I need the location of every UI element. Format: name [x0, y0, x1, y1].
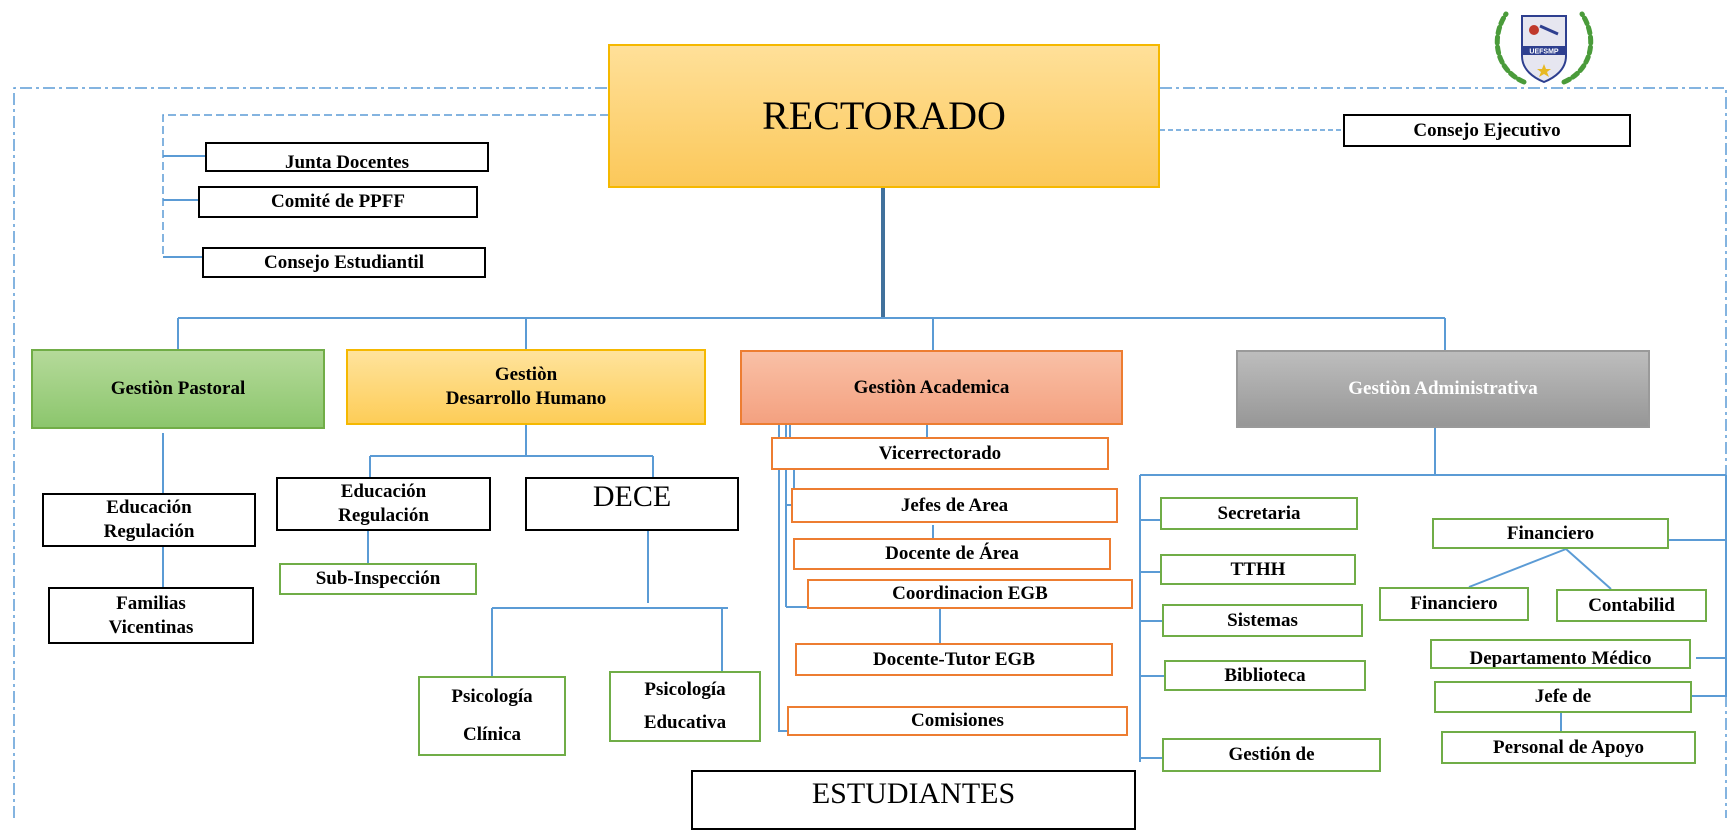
comite-ppff-box: Comité de PPFF [198, 186, 478, 218]
personal-apoyo-box: Personal de Apoyo [1441, 731, 1696, 764]
consejo-ejecutivo-label: Consejo Ejecutivo [1413, 119, 1561, 141]
familias-vicentinas-label-2: Vicentinas [108, 616, 194, 638]
gestion-desarrollo-label-2: Desarrollo Humano [445, 388, 607, 409]
sistemas-box: Sistemas [1162, 604, 1363, 637]
psicologia-clinica-label-2: Clínica [462, 724, 522, 745]
vicerrectorado-box: Vicerrectorado [771, 437, 1109, 470]
financiero-split-left [1468, 548, 1567, 588]
gestion-de-label: Gestión de [1228, 744, 1315, 765]
sub-inspeccion-label: Sub-Inspección [315, 568, 441, 589]
familias-vicentinas-box: Familias Vicentinas [48, 587, 254, 644]
rectorado-label: RECTORADO [762, 93, 1006, 138]
biblioteca-box: Biblioteca [1164, 660, 1366, 691]
financiero-box: Financiero [1432, 518, 1669, 549]
psicologia-educativa-box: Psicología Educativa [609, 671, 761, 742]
sub-inspeccion-box: Sub-Inspección [279, 563, 477, 595]
consejo-estudiantil-label: Consejo Estudiantil [264, 251, 424, 273]
pastoral-educacion-box: Educación Regulación [42, 493, 256, 547]
shield-icon [1521, 15, 1567, 84]
dece-label: DECE [592, 480, 672, 513]
school-logo: UEFSMP [1484, 6, 1604, 88]
estudiantes-box: ESTUDIANTES [691, 770, 1136, 830]
academica-spine-1 [778, 424, 787, 732]
consejo-ejecutivo-box: Consejo Ejecutivo [1343, 114, 1631, 147]
familias-vicentinas-label-1: Familias [116, 592, 186, 614]
biblioteca-label: Biblioteca [1224, 664, 1306, 686]
psicologia-clinica-box: Psicología Clínica [418, 676, 566, 756]
desarrollo-educacion-label-2: Regulación [338, 505, 429, 526]
docente-tutor-egb-box: Docente-Tutor EGB [795, 643, 1113, 676]
financiero-sub-box: Financiero [1379, 587, 1529, 621]
dece-box: DECE [525, 477, 739, 531]
admin-right-spine [1692, 475, 1727, 697]
gestion-administrativa-box: Gestiòn Administrativa [1236, 350, 1650, 428]
personal-apoyo-label: Personal de Apoyo [1493, 736, 1644, 758]
gestion-desarrollo-label-1: Gestiòn [494, 364, 558, 385]
secretaria-box: Secretaria [1160, 497, 1358, 530]
financiero-split-right [1565, 548, 1612, 590]
junta-docentes-label: Junta Docentes [284, 152, 410, 172]
financiero-sub-label: Financiero [1410, 593, 1498, 614]
logo-text: UEFSMP [1529, 49, 1559, 56]
pastoral-educacion-label-2: Regulación [103, 521, 195, 542]
psicologia-educativa-label-1: Psicología [644, 678, 726, 700]
coordinacion-egb-box: Coordinacion EGB [807, 579, 1133, 609]
advisory-bracket [162, 114, 608, 257]
docente-area-box: Docente de Área [793, 538, 1111, 570]
tthh-box: TTHH [1160, 554, 1356, 585]
gestion-pastoral-label: Gestiòn Pastoral [110, 378, 246, 399]
departamento-medico-box: Departamento Médico [1430, 639, 1691, 669]
consejo-estudiantil-box: Consejo Estudiantil [202, 247, 486, 278]
gestion-academica-label: Gestiòn Academica [853, 376, 1010, 398]
gestion-pastoral-box: Gestiòn Pastoral [31, 349, 325, 429]
sistemas-label: Sistemas [1227, 609, 1298, 631]
desarrollo-educacion-label-1: Educación [340, 481, 427, 502]
jefe-de-box: Jefe de [1434, 681, 1692, 713]
comisiones-box: Comisiones [787, 706, 1128, 736]
gestion-administrativa-label: Gestiòn Administrativa [1348, 378, 1538, 399]
pastoral-educacion-label-1: Educación [106, 497, 192, 518]
gestion-desarrollo-box: Gestiòn Desarrollo Humano [346, 349, 706, 425]
jefes-area-box: Jefes de Area [791, 488, 1118, 523]
financiero-label: Financiero [1506, 522, 1595, 544]
estudiantes-label: ESTUDIANTES [811, 777, 1016, 810]
desarrollo-educacion-box: Educación Regulación [276, 477, 491, 531]
docente-area-label: Docente de Área [885, 543, 1019, 564]
secretaria-label: Secretaria [1217, 502, 1301, 524]
laurel-wreath-icon [1494, 11, 1594, 85]
departamento-medico-label: Departamento Médico [1469, 648, 1652, 669]
gestion-de-box: Gestión de [1162, 738, 1381, 772]
coordinacion-egb-label: Coordinacion EGB [892, 583, 1048, 604]
comisiones-label: Comisiones [911, 710, 1004, 731]
jefes-area-label: Jefes de Area [900, 494, 1009, 516]
contabilid-box: Contabilid [1556, 589, 1707, 622]
comite-ppff-label: Comité de PPFF [270, 191, 405, 212]
tthh-label: TTHH [1230, 558, 1286, 580]
vicerrectorado-label: Vicerrectorado [878, 442, 1002, 464]
gestion-academica-box: Gestiòn Academica [740, 350, 1123, 425]
contabilid-label: Contabilid [1588, 594, 1675, 616]
docente-tutor-egb-label: Docente-Tutor EGB [872, 648, 1036, 670]
rectorado-box: RECTORADO [608, 44, 1160, 188]
junta-docentes-box: Junta Docentes [205, 142, 489, 172]
psicologia-educativa-label-2: Educativa [643, 712, 727, 734]
psicologia-clinica-label-1: Psicología [451, 686, 533, 707]
jefe-de-label: Jefe de [1534, 686, 1592, 707]
